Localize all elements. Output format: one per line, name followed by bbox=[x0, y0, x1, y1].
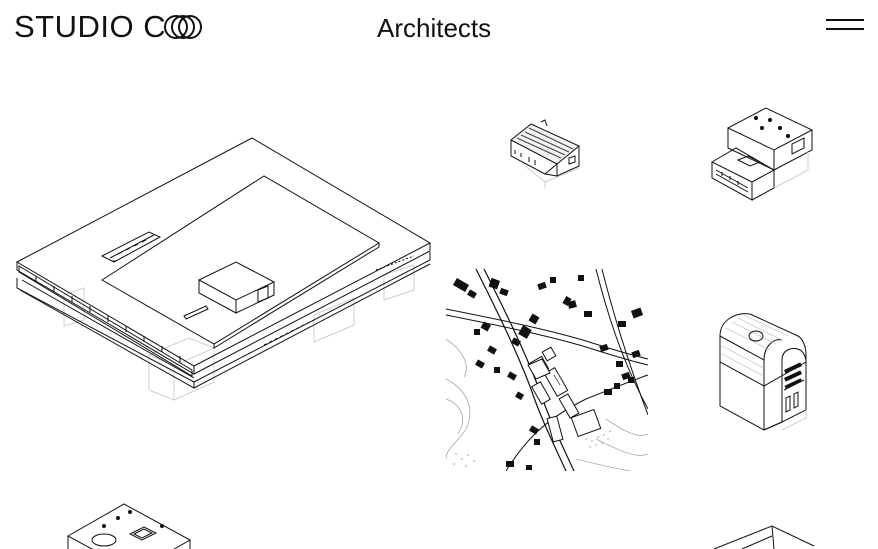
isometric-roof-drawing bbox=[713, 525, 815, 549]
hamburger-icon-line-top bbox=[826, 19, 864, 21]
project-tile-vaulted-building[interactable] bbox=[712, 306, 812, 432]
project-tile-large-slab-building[interactable] bbox=[14, 130, 434, 405]
isometric-house-drawing bbox=[510, 119, 580, 188]
studio-tagline: Architects bbox=[377, 13, 492, 43]
site-header: STUDIO C Architects bbox=[0, 0, 878, 56]
project-tile-roof-structure[interactable] bbox=[712, 522, 816, 549]
hamburger-icon-line-bottom bbox=[826, 28, 864, 30]
menu-button[interactable] bbox=[826, 17, 864, 37]
project-tile-low-pavilion[interactable] bbox=[64, 500, 194, 549]
site-plan-drawing bbox=[446, 269, 648, 471]
logo-text: STUDIO C bbox=[14, 9, 167, 44]
project-tile-village-site-plan[interactable] bbox=[446, 269, 648, 471]
isometric-villa-drawing bbox=[710, 107, 814, 201]
isometric-building-drawing bbox=[15, 137, 432, 401]
project-tile-stacked-villa[interactable] bbox=[708, 104, 816, 204]
logo-rings-icon bbox=[164, 15, 203, 39]
studio-logo[interactable]: STUDIO C bbox=[14, 9, 203, 45]
isometric-vault-drawing bbox=[719, 313, 807, 431]
project-tile-gabled-house[interactable] bbox=[505, 118, 587, 190]
isometric-pavilion-drawing bbox=[66, 503, 192, 549]
